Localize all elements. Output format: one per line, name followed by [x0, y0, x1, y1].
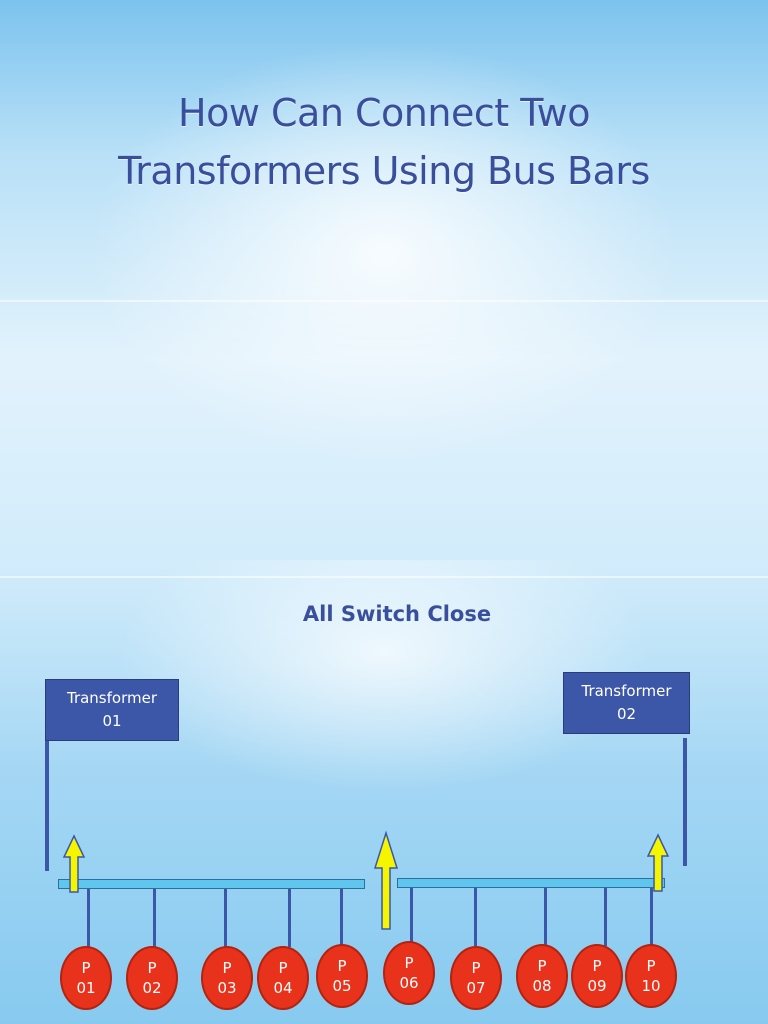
- panel-letter: P: [147, 959, 157, 977]
- slide-title: How Can Connect Two Transformers Using B…: [0, 84, 768, 200]
- transformer-02-box: Transformer 02: [563, 672, 690, 734]
- panel-number: 02: [142, 979, 162, 997]
- panel-letter: P: [471, 959, 481, 977]
- panel-number: 09: [587, 977, 607, 995]
- transformer-02-pole: [683, 738, 687, 866]
- feeder-line: [544, 888, 547, 946]
- transformer-number: 02: [616, 705, 637, 723]
- feeder-line: [87, 889, 90, 947]
- panel-number: 07: [466, 979, 486, 997]
- panel-p01: P 01: [60, 946, 112, 1010]
- slide-subtitle: All Switch Close: [302, 602, 492, 626]
- panel-number: 06: [399, 974, 419, 992]
- panel-number: 01: [76, 979, 96, 997]
- panel-number: 04: [273, 979, 293, 997]
- panel-p03: P 03: [201, 946, 253, 1010]
- panel-number: 10: [641, 977, 661, 995]
- transformer-number: 01: [102, 712, 122, 730]
- transformer-01-pole: [45, 741, 49, 871]
- panel-letter: P: [592, 957, 602, 975]
- panel-letter: P: [222, 959, 232, 977]
- background-band: [0, 300, 768, 302]
- panel-p05: P 05: [316, 944, 368, 1008]
- panel-p07: P 07: [450, 946, 502, 1010]
- feeder-line: [288, 889, 291, 947]
- panel-number: 08: [532, 977, 552, 995]
- panel-p10: P 10: [625, 944, 677, 1008]
- panel-p06: P 06: [383, 941, 435, 1005]
- panel-number: 05: [332, 977, 352, 995]
- bus-bar-right: [397, 878, 665, 888]
- panel-letter: P: [81, 959, 91, 977]
- title-line-1: How Can Connect Two: [178, 91, 590, 135]
- feeder-line: [474, 888, 477, 946]
- transformer-01-box: Transformer 01: [45, 679, 179, 741]
- transformer-label: Transformer: [66, 689, 157, 707]
- feeder-line: [410, 888, 413, 942]
- bus-bar-left: [58, 879, 365, 889]
- background-band: [0, 576, 768, 578]
- feeder-line: [340, 889, 343, 947]
- feeder-line: [224, 889, 227, 947]
- panel-letter: P: [646, 957, 656, 975]
- switch-arrow-icon: [646, 833, 670, 892]
- panel-p08: P 08: [516, 944, 568, 1008]
- panel-number: 03: [217, 979, 237, 997]
- transformer-label: Transformer: [581, 682, 672, 700]
- title-line-2: Transformers Using Bus Bars: [118, 149, 650, 193]
- panel-letter: P: [337, 957, 347, 975]
- feeder-line: [650, 888, 653, 946]
- panel-p04: P 04: [257, 946, 309, 1010]
- panel-letter: P: [537, 957, 547, 975]
- feeder-line: [153, 889, 156, 947]
- panel-p09: P 09: [571, 944, 623, 1008]
- feeder-line: [604, 888, 607, 946]
- panel-p02: P 02: [126, 946, 178, 1010]
- panel-letter: P: [404, 954, 414, 972]
- switch-arrow-icon: [373, 830, 399, 930]
- panel-letter: P: [278, 959, 288, 977]
- switch-arrow-icon: [62, 834, 86, 893]
